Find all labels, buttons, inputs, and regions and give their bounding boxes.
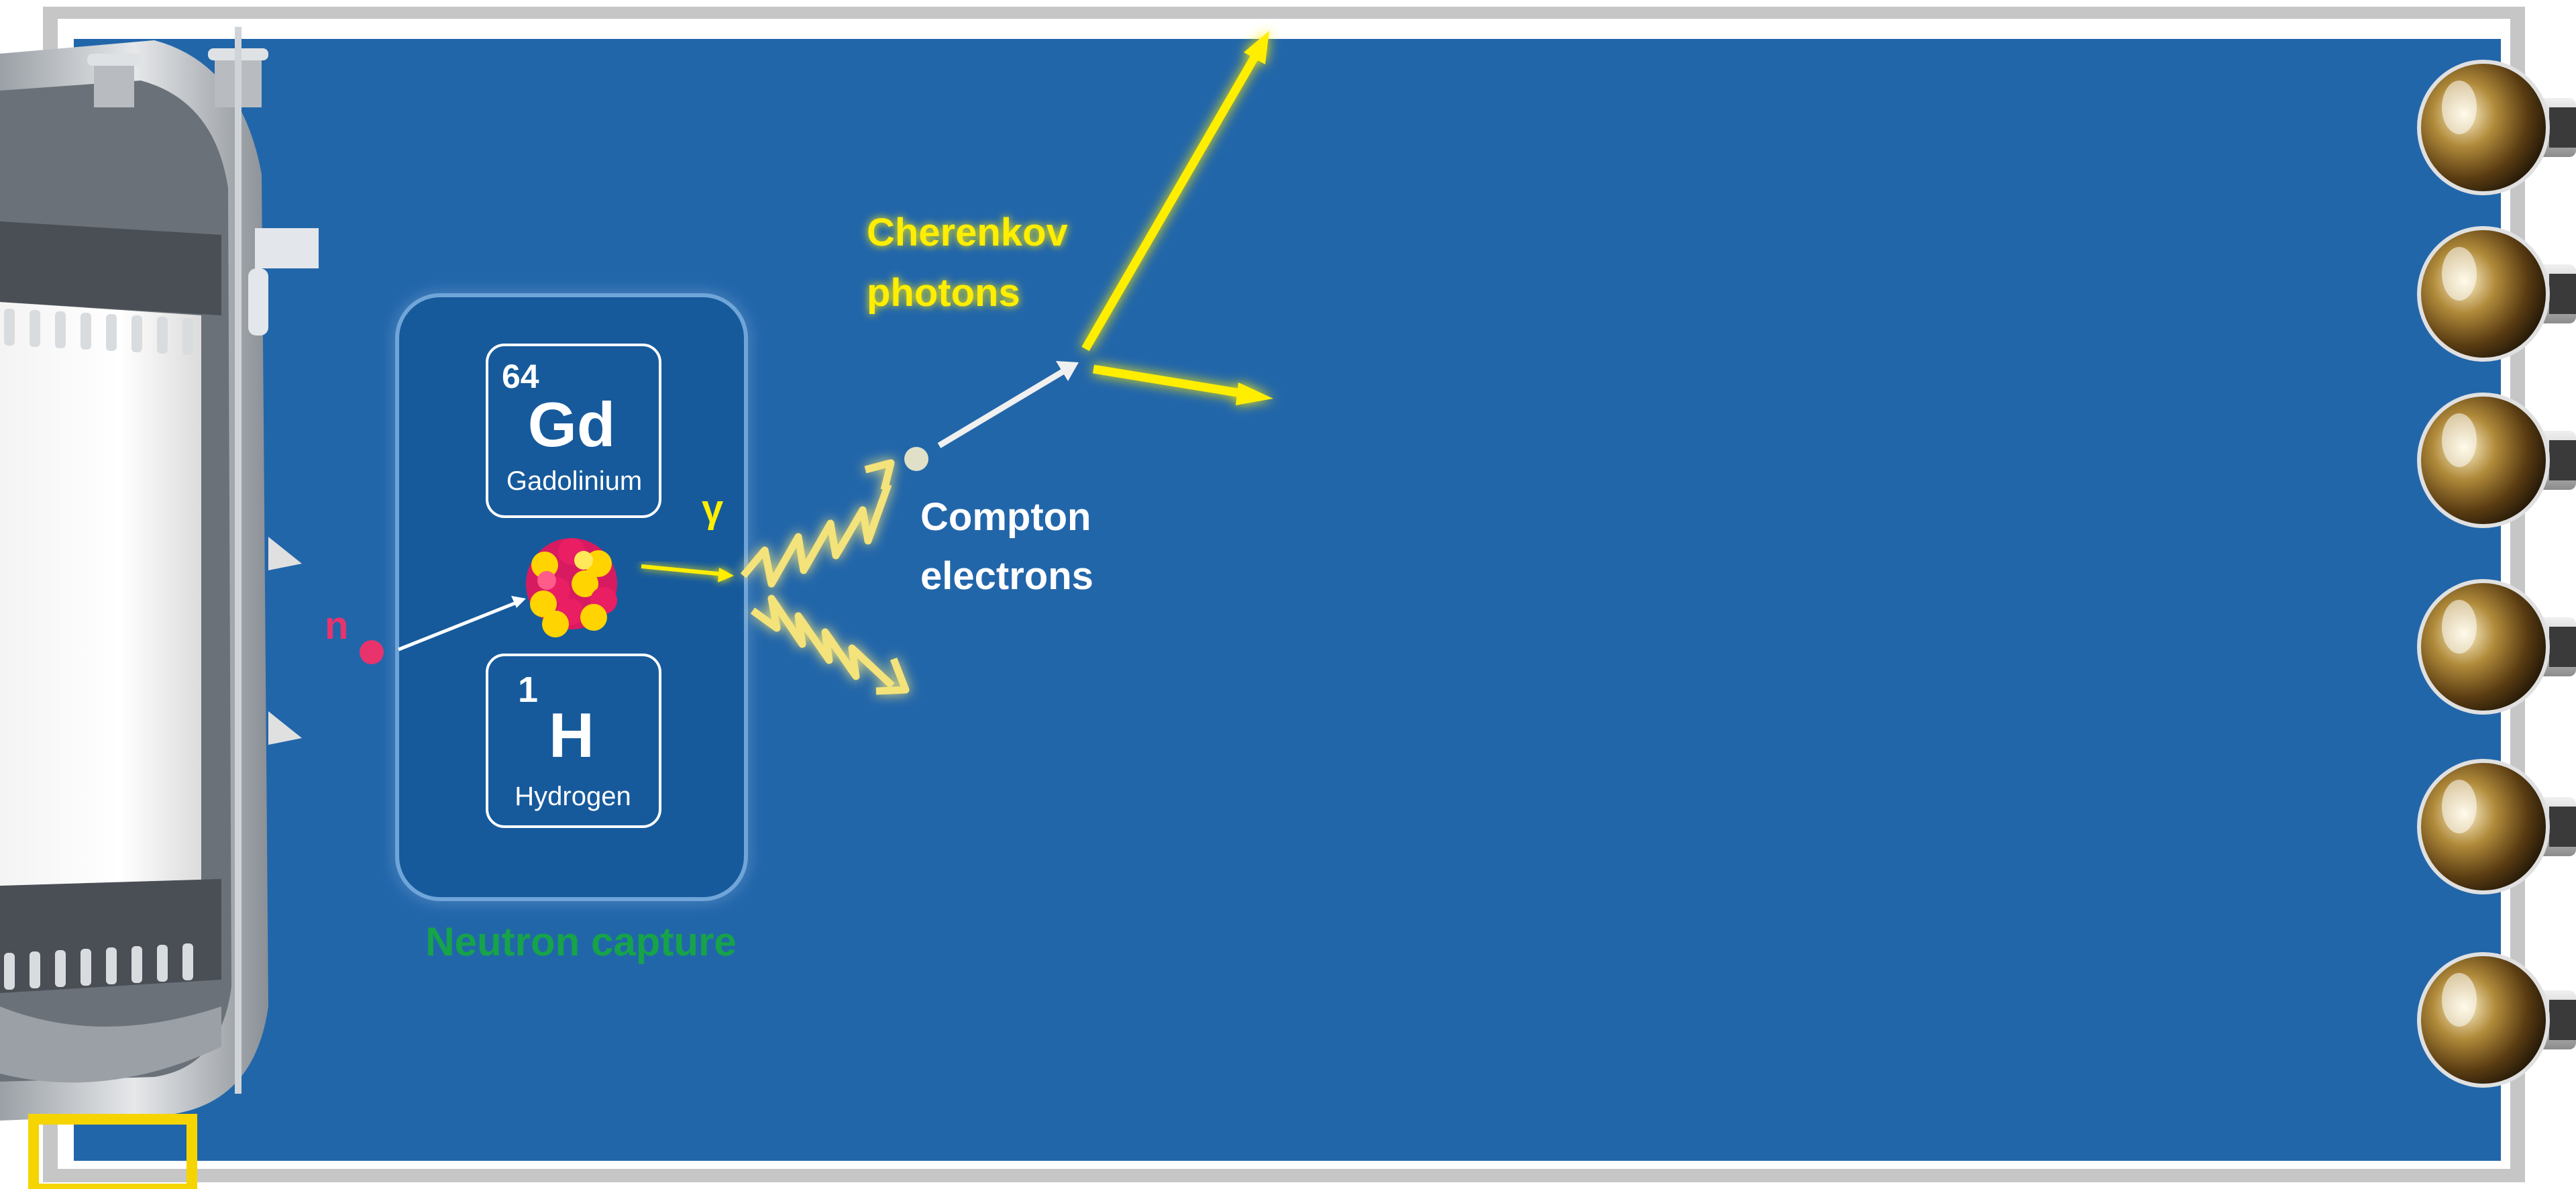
neutron-arrow [398, 596, 526, 652]
gadolinium-symbol: Gd [528, 389, 616, 460]
photomultiplier-tube-icon [2417, 952, 2576, 1088]
compton-electron [904, 447, 928, 471]
atomic-nucleus-icon [526, 538, 617, 637]
cherenkov-label-line2: photons [867, 271, 1020, 315]
photomultiplier-tube-icon [2417, 393, 2576, 528]
neutron-label: n [325, 604, 348, 648]
neutron-capture-label: Neutron capture [425, 919, 736, 964]
hydrogen-number: 1 [518, 670, 538, 710]
element-panel: 64 Gd Gadolinium 1 H Hydrogen [395, 293, 748, 901]
gamma-label: γ [702, 487, 724, 531]
gamma-arrow [641, 564, 734, 582]
photomultiplier-tube-icon [2417, 60, 2576, 195]
electron-track-arrow [937, 361, 1079, 448]
detector-vessel-cutaway-icon [0, 27, 319, 1121]
hydrogen-card: 1 H Hydrogen [486, 654, 661, 828]
compton-label-line1: Compton [920, 495, 1091, 539]
cherenkov-track-up [1081, 31, 1269, 352]
cherenkov-track-right [1092, 364, 1273, 405]
photomultiplier-tube-icon [2417, 579, 2576, 715]
corner-marker [28, 1114, 197, 1189]
gadolinium-number: 64 [502, 358, 539, 395]
gamma-wave-upper [740, 459, 895, 588]
cherenkov-label-line1: Cherenkov [867, 211, 1068, 254]
pmt-array [2417, 60, 2576, 1088]
gadolinium-name: Gadolinium [506, 466, 642, 496]
hydrogen-symbol: H [549, 700, 594, 770]
gamma-wave-lower [750, 594, 910, 695]
compton-label-line2: electrons [920, 554, 1093, 598]
photomultiplier-tube-icon [2417, 226, 2576, 362]
hydrogen-name: Hydrogen [515, 782, 631, 811]
neutron-particle [360, 640, 384, 664]
gadolinium-card: 64 Gd Gadolinium [486, 344, 661, 518]
photomultiplier-tube-icon [2417, 759, 2576, 894]
